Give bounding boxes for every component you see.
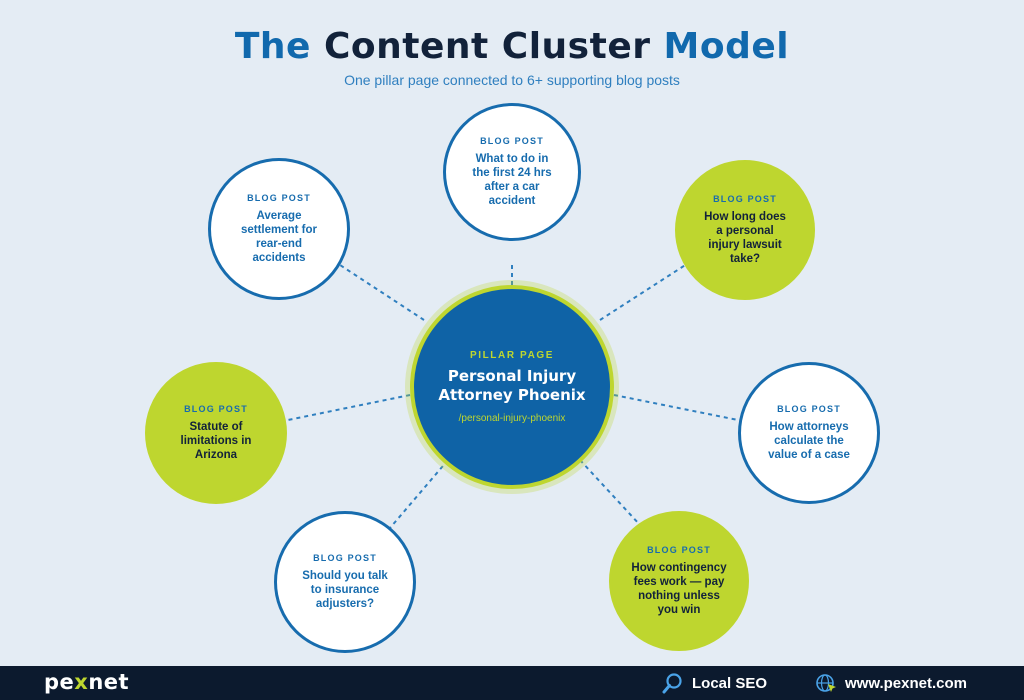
title-part-1: The xyxy=(234,26,311,67)
globe-cursor-icon xyxy=(816,674,836,692)
magnifier-icon xyxy=(662,673,682,694)
blog-post-node: BLOG POST Average settlement for rear-en… xyxy=(208,158,350,300)
blog-post-tag: BLOG POST xyxy=(313,553,377,563)
blog-post-tag: BLOG POST xyxy=(247,193,311,203)
connector-line xyxy=(579,459,641,526)
local-seo-link[interactable]: Local SEO xyxy=(662,666,767,700)
blog-post-title: How long does a personal injury lawsuit … xyxy=(704,211,786,265)
pillar-page-node: PILLAR PAGE Personal Injury Attorney Pho… xyxy=(410,285,614,489)
blog-post-node: BLOG POST Should you talk to insurance a… xyxy=(274,511,416,653)
pillar-tag: PILLAR PAGE xyxy=(469,350,555,361)
blog-post-title: Should you talk to insurance adjusters? xyxy=(302,570,388,610)
logo-part-right: net xyxy=(88,670,130,694)
title-part-3: Model xyxy=(663,26,790,67)
blog-post-tag: BLOG POST xyxy=(647,545,711,555)
blog-post-title: How contingency fees work — pay nothing … xyxy=(631,562,727,616)
connector-line xyxy=(389,459,449,529)
footer-bar: pexnet Local SEO www.pexnet.com xyxy=(0,666,1024,700)
connector-line xyxy=(287,394,411,421)
blog-post-node: BLOG POST How attorneys calculate the va… xyxy=(738,362,880,504)
title-part-2: Content Cluster xyxy=(324,26,651,67)
blog-post-title: What to do in the first 24 hrs after a c… xyxy=(472,153,552,207)
blog-post-title: Average settlement for rear-end accident… xyxy=(240,210,318,264)
blog-post-tag: BLOG POST xyxy=(777,404,841,414)
blog-post-node: BLOG POST What to do in the first 24 hrs… xyxy=(443,103,581,241)
blog-post-tag: BLOG POST xyxy=(713,194,777,204)
pillar-url: /personal-injury-phoenix xyxy=(458,413,566,424)
pillar-title: Personal Injury Attorney Phoenix xyxy=(438,367,586,404)
page-title: The Content Cluster Model xyxy=(0,26,1024,67)
connector-line xyxy=(613,394,739,421)
blog-post-node: BLOG POST How long does a personal injur… xyxy=(675,160,815,300)
website-link[interactable]: www.pexnet.com xyxy=(815,666,967,700)
blog-post-title: How attorneys calculate the value of a c… xyxy=(768,421,850,461)
logo-part-left: pe xyxy=(44,670,75,694)
website-label: www.pexnet.com xyxy=(845,674,967,692)
connector-line xyxy=(339,264,425,321)
blog-post-title: Statute of limitations in Arizona xyxy=(180,421,252,461)
page-subtitle: One pillar page connected to 6+ supporti… xyxy=(344,72,680,88)
blog-post-tag: BLOG POST xyxy=(184,404,248,414)
logo-part-x: x xyxy=(74,670,89,694)
local-seo-label: Local SEO xyxy=(692,674,768,692)
pexnet-logo[interactable]: pexnet xyxy=(44,670,129,694)
blog-post-node: BLOG POST Statute of limitations in Ariz… xyxy=(145,362,287,504)
connector-line xyxy=(599,261,691,321)
blog-post-tag: BLOG POST xyxy=(480,136,544,146)
blog-post-node: BLOG POST How contingency fees work — pa… xyxy=(609,511,749,651)
